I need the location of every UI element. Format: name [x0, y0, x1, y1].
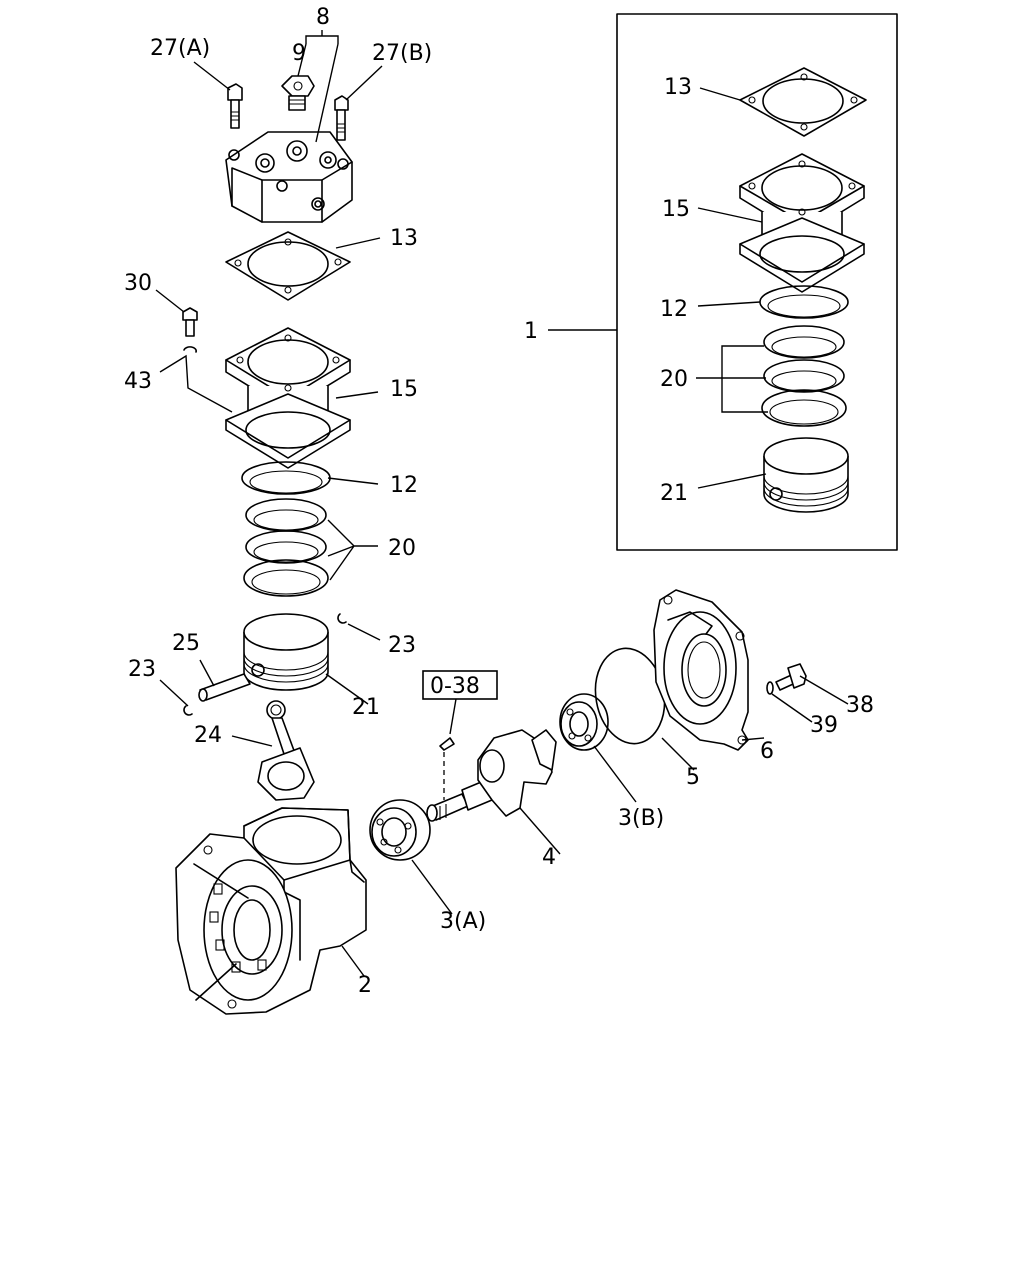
- crankcase-2: [175, 807, 367, 1015]
- bolt-38: [775, 663, 807, 691]
- cover-6: [653, 589, 749, 751]
- label-25: 25: [172, 631, 200, 656]
- bearing-3a: [369, 799, 431, 861]
- label-27b: 27(B): [372, 41, 432, 66]
- bolt-27b: [334, 95, 349, 141]
- cylinder-head: [225, 131, 353, 223]
- label-0-38: 0-38: [430, 674, 480, 699]
- kit-gasket-13: [739, 67, 867, 137]
- washer-43: [183, 346, 197, 353]
- kit-label-20: 20: [660, 367, 688, 392]
- label-4: 4: [542, 845, 556, 870]
- kit-label-12: 12: [660, 297, 688, 322]
- bolt-30: [182, 307, 198, 337]
- label-6: 6: [760, 739, 774, 764]
- label-23-left: 23: [128, 657, 156, 682]
- label-27a: 27(A): [150, 36, 210, 61]
- label-38: 38: [846, 693, 874, 718]
- piston-21: [243, 613, 329, 691]
- label-24: 24: [194, 723, 222, 748]
- label-5: 5: [686, 765, 700, 790]
- label-20: 20: [388, 536, 416, 561]
- label-13: 13: [390, 226, 418, 251]
- label-43: 43: [124, 369, 152, 394]
- label-2: 2: [358, 973, 372, 998]
- kit-piston-21: [763, 437, 849, 513]
- kit-label-21: 21: [660, 481, 688, 506]
- circlip-23-left: [183, 705, 193, 716]
- cylinder-15: [225, 327, 351, 469]
- leader-lines: [155, 30, 849, 977]
- label-9: 9: [292, 41, 306, 66]
- washer-39: [766, 681, 774, 695]
- callout-labels: 8 9 27(A) 27(B) 13 30 43 15 12 20 25 23 …: [124, 5, 874, 998]
- kit-label-15: 15: [662, 197, 690, 222]
- label-39: 39: [810, 713, 838, 738]
- label-12: 12: [390, 473, 418, 498]
- connecting-rod-24: [257, 700, 315, 801]
- bearing-3b: [559, 693, 609, 751]
- kit-box-1: [616, 13, 898, 551]
- kit-cylinder-15: [739, 153, 865, 293]
- plug-9: [281, 75, 315, 111]
- label-23-right: 23: [388, 633, 416, 658]
- kit-piston-rings-20: [761, 325, 847, 427]
- piston-rings-20: [243, 498, 329, 597]
- gasket-13: [225, 231, 351, 301]
- label-3b: 3(B): [618, 806, 664, 831]
- reference-box-0-38: [422, 670, 498, 700]
- label-3a: 3(A): [440, 909, 486, 934]
- label-15: 15: [390, 377, 418, 402]
- label-8: 8: [316, 5, 330, 30]
- bolt-27a: [227, 83, 243, 129]
- key-0-38: [439, 737, 455, 800]
- circlip-23-right: [337, 613, 347, 624]
- piston-pin-25: [198, 673, 251, 702]
- label-30: 30: [124, 271, 152, 296]
- crankshaft-4: [426, 729, 557, 822]
- label-21: 21: [352, 695, 380, 720]
- label-1: 1: [524, 319, 538, 344]
- kit-label-13: 13: [664, 75, 692, 100]
